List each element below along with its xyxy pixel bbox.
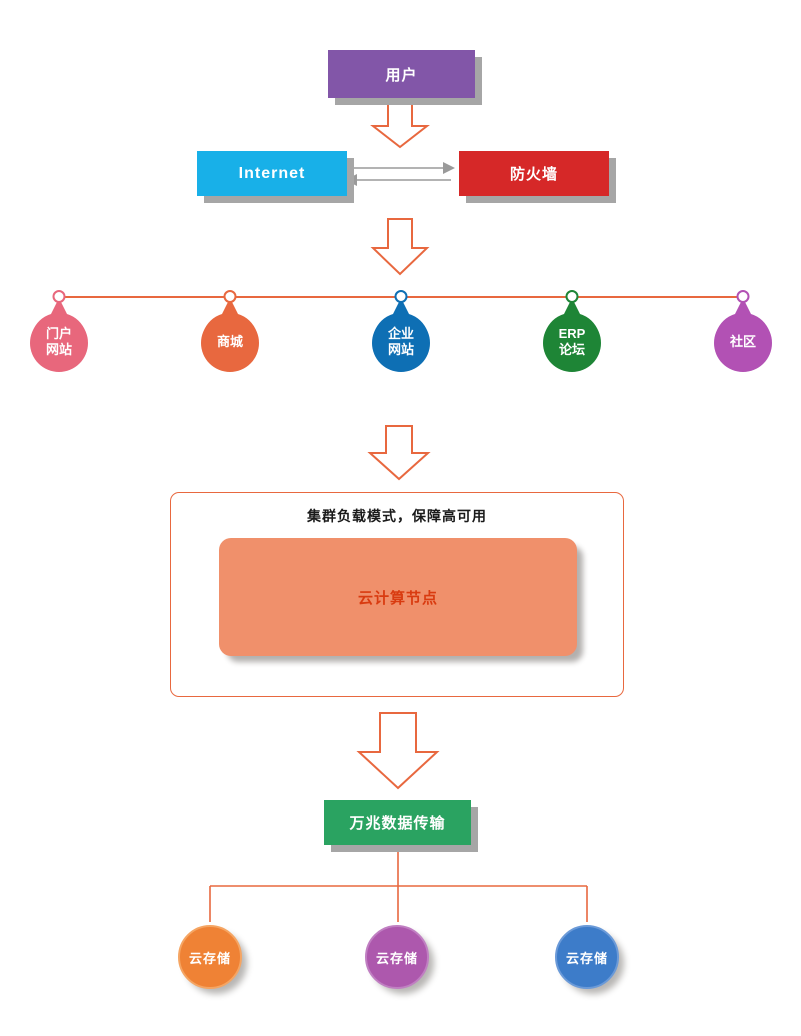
node-data-transfer[interactable]: 万兆数据传输 xyxy=(324,800,471,845)
node-marker-icon xyxy=(223,290,237,303)
bidirectional-arrow-internet-firewall xyxy=(345,162,455,186)
service-node-mall[interactable]: 商城 xyxy=(200,290,260,390)
storage-node-3-circle: 云存储 xyxy=(555,925,619,989)
service-node-community[interactable]: 社区 xyxy=(713,290,773,390)
cluster-panel: 集群负载模式，保障高可用 云计算节点 xyxy=(170,492,624,697)
node-firewall-label: 防火墙 xyxy=(509,166,558,183)
pin-shape xyxy=(201,298,259,372)
cluster-title: 集群负载模式，保障高可用 xyxy=(307,508,487,524)
pin-shape xyxy=(714,298,772,372)
storage-node-1[interactable]: 云存储 xyxy=(178,925,242,989)
node-data-transfer-label: 万兆数据传输 xyxy=(349,815,446,832)
arrow-cluster-to-transfer xyxy=(356,712,440,790)
node-user[interactable]: 用户 xyxy=(328,50,475,98)
pin-shape xyxy=(543,298,601,372)
storage-node-3-label: 云存储 xyxy=(565,950,608,966)
arrow-nodes-to-cluster xyxy=(367,425,431,481)
node-firewall[interactable]: 防火墙 xyxy=(459,151,609,196)
node-marker-icon xyxy=(565,290,579,303)
storage-node-1-label: 云存储 xyxy=(188,950,231,966)
service-node-enterprise-site[interactable]: 企业 网站 xyxy=(371,290,431,390)
cloud-compute-node-label: 云计算节点 xyxy=(357,589,438,607)
node-internet[interactable]: Internet xyxy=(197,151,347,196)
storage-node-2-label: 云存储 xyxy=(375,950,418,966)
node-marker-icon xyxy=(52,290,66,303)
arrow-internet-to-nodes xyxy=(370,218,430,276)
service-node-erp-forum[interactable]: ERP 论坛 xyxy=(542,290,602,390)
node-marker-icon xyxy=(736,290,750,303)
storage-node-3[interactable]: 云存储 xyxy=(555,925,619,989)
node-marker-icon xyxy=(394,290,408,303)
storage-node-2[interactable]: 云存储 xyxy=(365,925,429,989)
storage-tree-connectors xyxy=(209,844,588,922)
node-internet-label: Internet xyxy=(238,164,306,182)
node-user-label: 用户 xyxy=(385,66,418,84)
pin-shape xyxy=(372,298,430,372)
storage-node-1-circle: 云存储 xyxy=(178,925,242,989)
cloud-compute-node[interactable]: 云计算节点 xyxy=(219,538,577,656)
pin-shape xyxy=(30,298,88,372)
arrow-user-to-internet xyxy=(370,103,430,149)
service-node-portal[interactable]: 门户 网站 xyxy=(29,290,89,390)
storage-node-2-circle: 云存储 xyxy=(365,925,429,989)
